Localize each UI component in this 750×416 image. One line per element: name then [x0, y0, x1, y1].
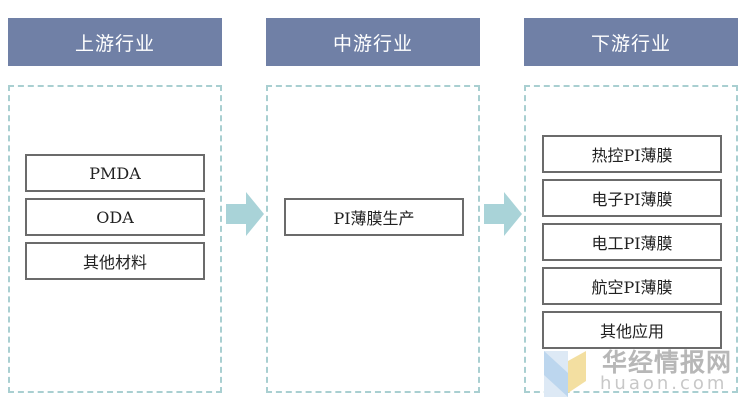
flow-arrow-upstream-to-midstream — [226, 192, 264, 236]
upstream-header: 上游行业 — [8, 18, 222, 66]
downstream-item-electronic-pi-film: 电子PI薄膜 — [542, 179, 722, 217]
midstream-panel — [266, 85, 480, 393]
watermark-subtitle: huaon.com — [600, 373, 728, 394]
downstream-item-thermal-pi-film: 热控PI薄膜 — [542, 135, 722, 173]
watermark: 华经情报网 huaon.com — [540, 343, 750, 403]
downstream-panel — [524, 85, 738, 393]
huajing-logo-icon — [544, 351, 586, 397]
watermark-title: 华经情报网 — [602, 348, 733, 377]
downstream-item-electrical-pi-film: 电工PI薄膜 — [542, 223, 722, 261]
upstream-panel — [8, 85, 222, 393]
midstream-header: 中游行业 — [266, 18, 480, 66]
upstream-item-oda: ODA — [25, 198, 205, 236]
downstream-item-other-applications: 其他应用 — [542, 311, 722, 349]
midstream-item-pi-film-production: PI薄膜生产 — [284, 198, 464, 236]
flow-arrow-midstream-to-downstream — [484, 192, 522, 236]
downstream-header: 下游行业 — [524, 18, 738, 66]
upstream-item-other-materials: 其他材料 — [25, 242, 205, 280]
upstream-item-pmda: PMDA — [25, 154, 205, 192]
downstream-item-aviation-pi-film: 航空PI薄膜 — [542, 267, 722, 305]
